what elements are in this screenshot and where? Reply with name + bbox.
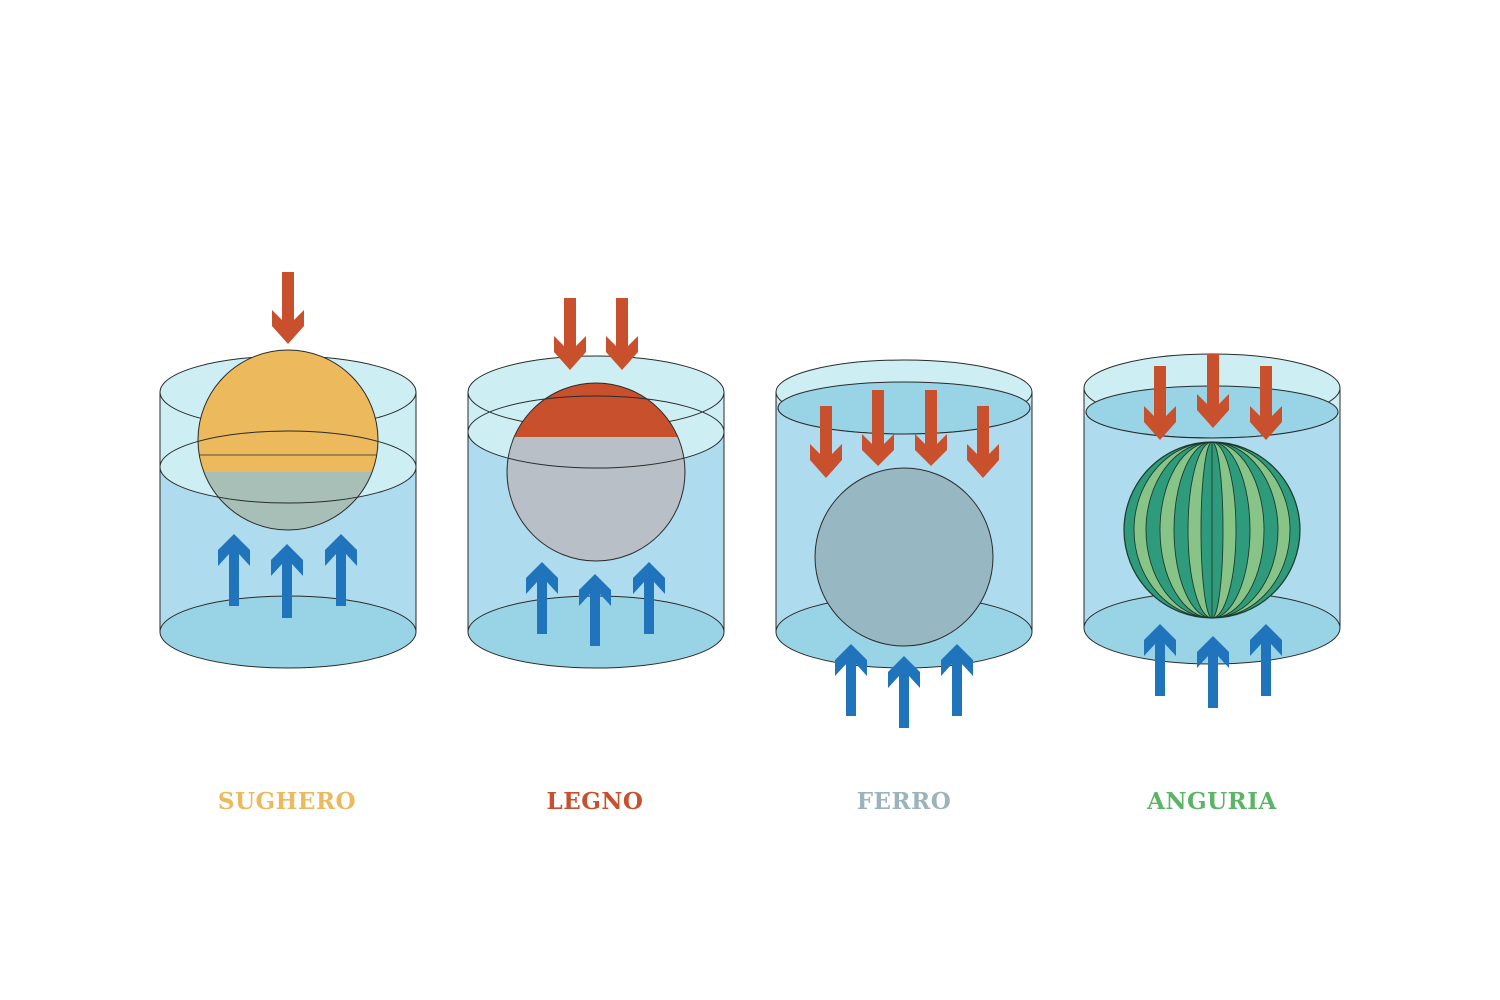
water-surface-back	[159, 430, 417, 468]
buoyancy-arrow	[579, 574, 611, 646]
buoyancy-arrow	[941, 644, 973, 716]
buoyancy-arrow	[888, 656, 920, 728]
label-ferro: FERRO	[856, 788, 952, 815]
cork-ball	[197, 349, 379, 531]
weight-arrow	[606, 298, 638, 370]
buoyancy-arrows	[218, 534, 357, 618]
weight-arrows	[272, 272, 304, 344]
buoyancy-arrow	[1197, 636, 1229, 708]
weight-arrows	[554, 298, 638, 370]
weight-arrow	[915, 390, 947, 466]
weight-arrow	[862, 390, 894, 466]
label-anguria: ANGURIA	[1147, 788, 1277, 815]
iron-ball	[814, 467, 994, 647]
weight-arrow	[1250, 366, 1282, 440]
wood-ball	[506, 382, 686, 562]
buoyancy-arrows	[1144, 624, 1282, 708]
container-legno	[467, 298, 725, 669]
buoyancy-arrow	[271, 544, 303, 618]
label-legno: LEGNO	[546, 788, 644, 815]
buoyancy-arrow	[325, 534, 357, 606]
weight-arrow	[810, 406, 842, 478]
buoyancy-arrows	[835, 644, 973, 728]
buoyancy-arrows	[526, 562, 665, 646]
container-ferro	[775, 359, 1033, 728]
weight-arrow	[1197, 354, 1229, 428]
label-sughero: SUGHERO	[217, 788, 357, 815]
weight-arrows	[810, 390, 999, 478]
buoyancy-arrow	[835, 644, 867, 716]
weight-arrow	[967, 406, 999, 478]
buoyancy-arrow	[1144, 624, 1176, 696]
weight-arrow	[272, 272, 304, 344]
buoyancy-arrow	[633, 562, 665, 634]
water-surface-front	[467, 431, 725, 469]
buoyancy-arrow	[526, 562, 558, 634]
buoyancy-arrow	[1250, 624, 1282, 696]
water-surface-back	[467, 395, 725, 433]
weight-arrow	[554, 298, 586, 370]
watermelon-ball	[1123, 441, 1301, 619]
container-sughero	[159, 272, 417, 669]
buoyancy-arrow	[218, 534, 250, 606]
weight-arrow	[1144, 366, 1176, 440]
container-anguria	[1083, 353, 1341, 708]
weight-arrows	[1144, 354, 1282, 440]
water-surface-front	[778, 408, 1030, 450]
water-surface-front	[159, 466, 417, 504]
